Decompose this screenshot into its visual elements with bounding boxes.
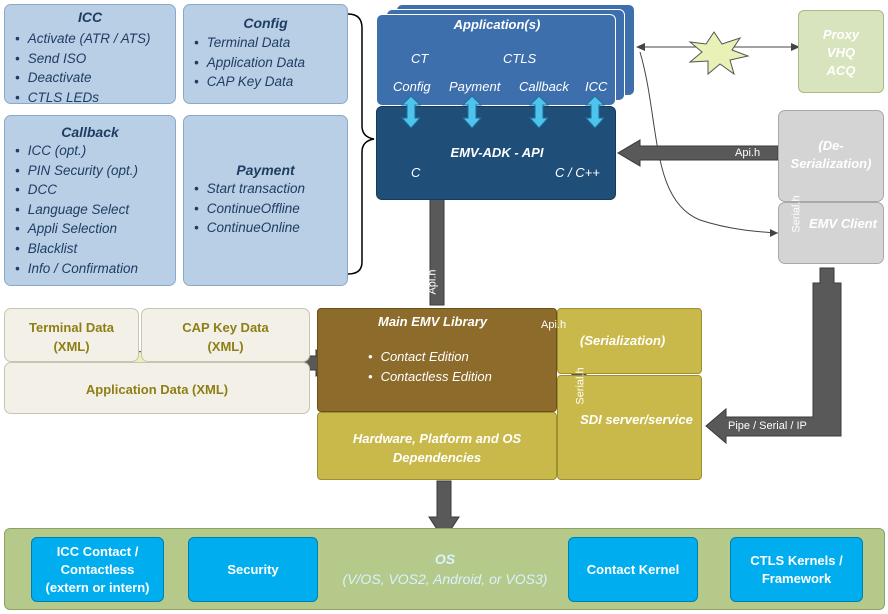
config-panel: Config Terminal Data Application Data CA… <box>183 4 348 104</box>
list-item: Deactivate <box>15 68 175 88</box>
list-item: ICC (opt.) <box>15 141 175 161</box>
api-h-label-horizontal: Api.h <box>541 319 567 331</box>
hardware-label: Hardware, Platform and OS Dependencies <box>352 431 522 465</box>
app-client-curve <box>639 51 779 234</box>
tab-payment[interactable]: Payment <box>449 79 501 94</box>
tab-callback[interactable]: Callback <box>519 79 569 94</box>
callback-title: Callback <box>61 124 119 140</box>
deserialization-label: (De-Serialization) <box>790 138 872 171</box>
pipe-label: Pipe / Serial / IP <box>728 420 807 432</box>
emv-client-label: EMV Client <box>809 216 877 231</box>
double-arrow-callback <box>528 95 550 129</box>
proxy-line: Proxy <box>822 27 860 42</box>
capkey-data-box: CAP Key Data (XML) <box>141 308 310 362</box>
ct-label: CT <box>411 51 429 66</box>
list-item: Blacklist <box>15 239 175 259</box>
proxy-box: Proxy VHQ ACQ <box>798 10 884 93</box>
list-item: Application Data <box>194 53 347 73</box>
icc-panel: ICC Activate (ATR / ATS) Send ISO Deacti… <box>4 4 176 107</box>
applications-box: Application(s) CT CTLS Config Payment Ca… <box>376 14 616 106</box>
application-data-box: Application Data (XML) <box>4 362 310 414</box>
api-h-label-client: Api.h <box>735 147 761 159</box>
security-box: Security <box>188 537 318 602</box>
capkey-data-label: CAP Key Data (XML) <box>182 320 269 354</box>
sdi-box: SDI server/service <box>557 375 702 480</box>
list-item: Activate (ATR / ATS) <box>15 29 175 49</box>
icc-contact-box: ICC Contact / Contactless (extern or int… <box>31 537 164 602</box>
sdi-label: SDI server/service <box>580 412 693 427</box>
tab-icc[interactable]: ICC <box>585 79 608 94</box>
list-item: ContinueOffline <box>194 199 347 219</box>
list-item: CTLS LEDs <box>15 88 175 108</box>
payment-list: Start transaction ContinueOffline Contin… <box>184 179 347 238</box>
ctls-kernels-box: CTLS Kernels / Framework <box>730 537 863 602</box>
emv-adk-api-box: EMV-ADK - API C C / C++ <box>376 106 616 200</box>
icc-list: Activate (ATR / ATS) Send ISO Deactivate… <box>5 29 175 107</box>
callback-panel: Callback ICC (opt.) PIN Security (opt.) … <box>4 115 176 286</box>
applications-title: Application(s) <box>453 17 541 32</box>
os-subtitle: (V/OS, VOS2, Android, or VOS3) <box>342 571 548 587</box>
list-item: Start transaction <box>194 179 347 199</box>
arrow-pipe <box>705 267 842 445</box>
os-title: OS <box>434 551 456 567</box>
emv-client-box: EMV Client <box>778 202 884 264</box>
ctls-label: CTLS <box>503 51 537 66</box>
list-item: Info / Confirmation <box>15 259 175 279</box>
adk-cpp-label: C / C++ <box>555 165 600 180</box>
tab-config[interactable]: Config <box>393 79 431 94</box>
config-title: Config <box>243 15 288 31</box>
list-item: Contactless Edition <box>368 367 492 387</box>
double-arrow-icc <box>584 95 606 129</box>
terminal-data-label: Terminal Data (XML) <box>28 320 114 354</box>
serial-h-label-lower: Serial.h <box>574 367 587 405</box>
list-item: CAP Key Data <box>194 72 347 92</box>
payment-title: Payment <box>236 162 295 178</box>
list-item: Send ISO <box>15 49 175 69</box>
list-item: DCC <box>15 180 175 200</box>
grouping-brace <box>347 13 375 275</box>
callback-list: ICC (opt.) PIN Security (opt.) DCC Langu… <box>5 141 175 278</box>
config-list: Terminal Data Application Data CAP Key D… <box>184 33 347 92</box>
main-lib-list: Contact Edition Contactless Edition <box>358 347 492 386</box>
list-item: Language Select <box>15 200 175 220</box>
terminal-data-box: Terminal Data (XML) <box>4 308 139 362</box>
starburst-proxy <box>688 31 750 76</box>
serial-h-label-client: Serial.h <box>790 195 803 233</box>
contact-kernel-box: Contact Kernel <box>568 537 698 602</box>
list-item: ContinueOnline <box>194 218 347 238</box>
list-item: Terminal Data <box>194 33 347 53</box>
double-arrow-config <box>400 95 422 129</box>
deserialization-box: (De-Serialization) <box>778 110 884 202</box>
main-emv-library-box: Main EMV Library Contact Edition Contact… <box>317 308 557 412</box>
vhq-line: VHQ <box>826 45 856 60</box>
acq-line: ACQ <box>826 63 856 78</box>
arrow-api-adk <box>617 139 779 167</box>
double-arrow-payment <box>461 95 483 129</box>
arrowhead <box>770 229 778 237</box>
application-data-label: Application Data (XML) <box>85 382 229 397</box>
hardware-box: Hardware, Platform and OS Dependencies <box>317 412 557 480</box>
payment-panel: Payment Start transaction ContinueOfflin… <box>183 115 348 286</box>
api-h-label-vertical: Api.h <box>426 269 439 295</box>
list-item: Appli Selection <box>15 219 175 239</box>
emv-adk-title: EMV-ADK - API <box>450 145 544 160</box>
serialization-box: (Serialization) <box>557 308 702 374</box>
list-item: Contact Edition <box>368 347 492 367</box>
icc-title: ICC <box>77 9 103 25</box>
adk-c-label: C <box>411 165 421 180</box>
serialization-label: (Serialization) <box>580 333 666 348</box>
main-lib-title: Main EMV Library <box>378 314 488 329</box>
list-item: PIN Security (opt.) <box>15 161 175 181</box>
